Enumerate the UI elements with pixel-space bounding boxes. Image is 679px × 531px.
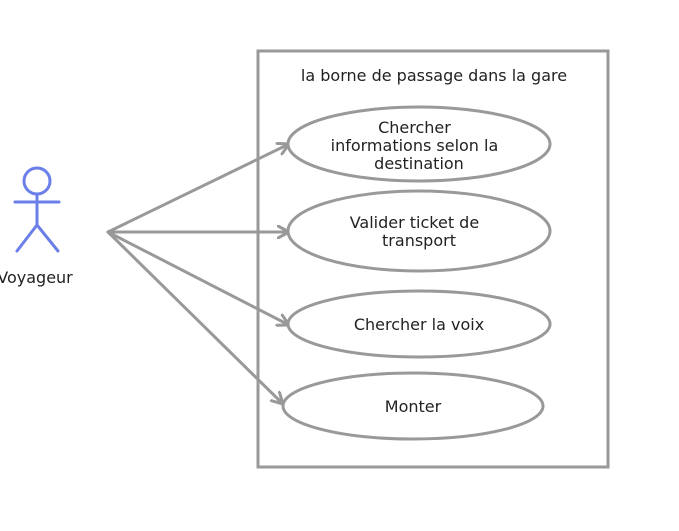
actor-voyageur[interactable]: Voyageur [0, 166, 73, 287]
use-case-2-line-1: Valider ticket de [350, 213, 479, 232]
system-boundary [256, 49, 610, 469]
associations [106, 144, 291, 406]
use-case-2-line-2: transport [382, 231, 456, 250]
use-case-ellipse [286, 189, 552, 273]
use-case-4[interactable]: Monter [281, 371, 545, 441]
use-case-1-line-1: Chercher [378, 118, 451, 137]
use-case-3[interactable]: Chercher la voix [286, 289, 552, 359]
use-case-1-line-3: destination [374, 154, 464, 173]
use-case-1[interactable]: Chercher informations selon la destinati… [286, 105, 552, 183]
use-case-ellipse [286, 105, 552, 183]
use-case-ellipse [286, 289, 552, 359]
use-case-4-label: Monter [385, 397, 442, 416]
system-title: la borne de passage dans la gare [301, 66, 567, 85]
association-arrow-4 [106, 230, 285, 406]
actor-label: Voyageur [0, 268, 73, 287]
use-case-3-label: Chercher la voix [354, 315, 484, 334]
svg-text:Valider ticket de transp: Valider ticket de transport [350, 213, 485, 250]
use-case-1-line-2: informations selon la [331, 136, 499, 155]
stick-figure-icon [13, 166, 61, 253]
association-arrow-3 [106, 230, 291, 325]
svg-text:Chercher informations se: Chercher informations selon la destinati… [331, 118, 504, 173]
use-case-2[interactable]: Valider ticket de transport [286, 189, 552, 273]
use-case-ellipse [281, 371, 545, 441]
association-arrow-1 [106, 144, 291, 234]
